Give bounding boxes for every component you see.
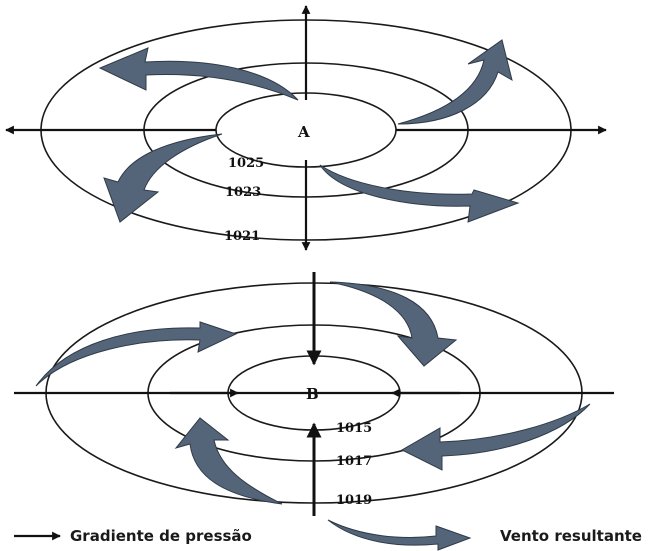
wind-arrow-right (400, 403, 591, 471)
isobar-label-1017: 1017 (336, 454, 372, 469)
low-center-label: B (306, 385, 319, 403)
wind-arrow-top-left (98, 47, 299, 101)
wind-arrow-top-right (397, 39, 513, 125)
legend-wind-arrow-icon (327, 519, 472, 551)
legend-pressure-gradient-label: Gradiente de pressão (70, 527, 252, 545)
wind-arrow-top-right (329, 281, 458, 367)
wind-arrow-bottom-right (319, 164, 520, 223)
high-center-label: A (297, 123, 310, 141)
isobar-label-1021: 1021 (224, 229, 260, 244)
wind-arrow-left (35, 321, 238, 387)
wind-arrow-bottom-left (174, 417, 283, 505)
high-pressure-system: A 1025 1023 1021 (5, 5, 607, 251)
isobar-label-1019: 1019 (336, 493, 372, 508)
legend-resultant-wind-label: Vento resultante (500, 527, 642, 545)
isobar-label-1023: 1023 (225, 185, 261, 200)
isobar-label-1025: 1025 (228, 156, 264, 171)
wind-arrow-bottom-left (103, 133, 223, 223)
low-pressure-system: B 1015 1017 1019 (14, 272, 614, 516)
legend: Gradiente de pressão Vento resultante (14, 519, 642, 551)
isobar-label-1015: 1015 (336, 421, 372, 436)
